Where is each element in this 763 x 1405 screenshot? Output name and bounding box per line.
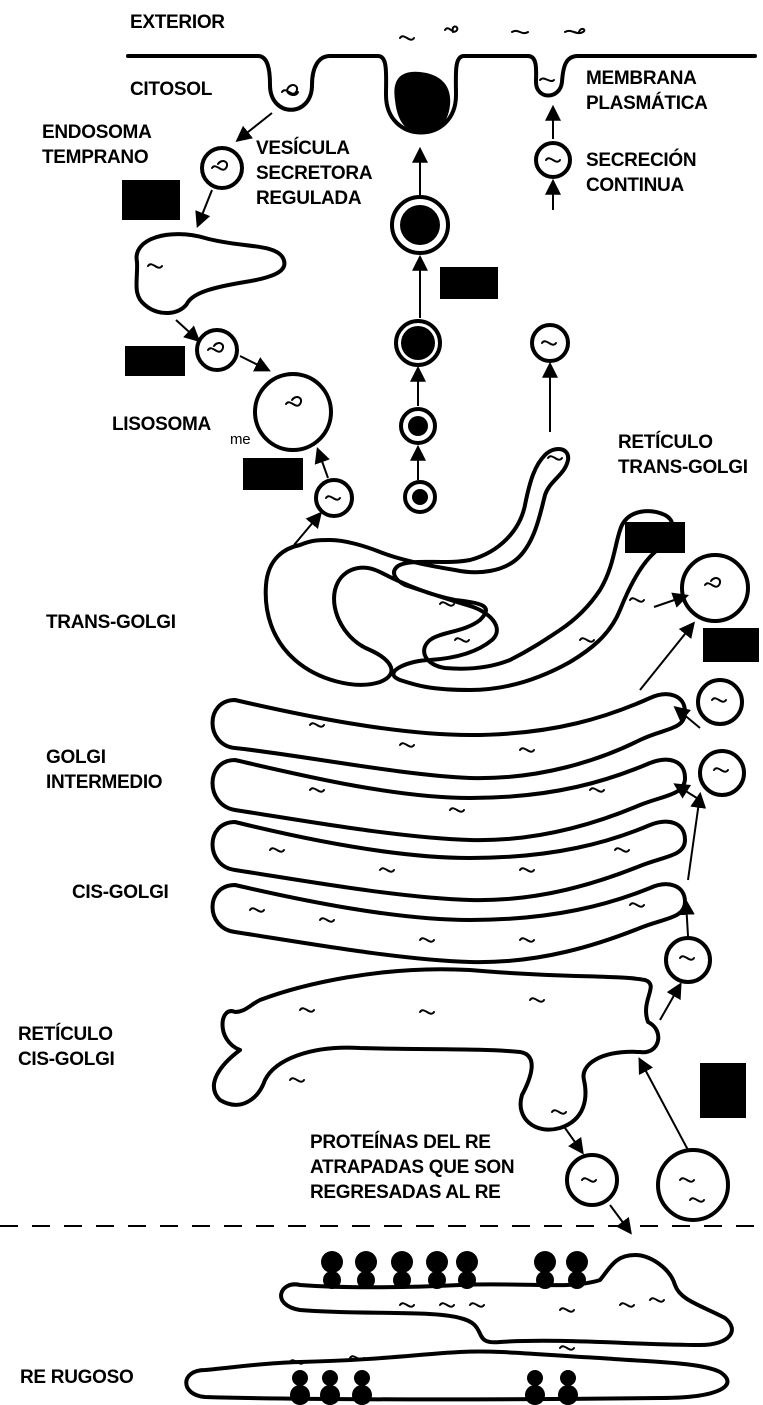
label-re-rugoso: RE RUGOSO bbox=[20, 1365, 133, 1390]
cargo-squiggle bbox=[540, 78, 554, 81]
label-line: SECRECIÓN bbox=[586, 148, 696, 173]
label-line: CONTINUA bbox=[586, 173, 696, 198]
arrow bbox=[686, 902, 688, 936]
cargo-squiggle bbox=[680, 956, 694, 959]
label-golgi-intermedio: GOLGI INTERMEDIO bbox=[46, 745, 162, 795]
right-vesicle-2 bbox=[700, 751, 744, 795]
label-me: me bbox=[230, 427, 250, 452]
arrow bbox=[640, 624, 693, 690]
label-proteinas-del-re: PROTEÍNAS DEL RE ATRAPADAS QUE SON REGRE… bbox=[310, 1130, 514, 1205]
label-line: MEMBRANA bbox=[586, 66, 708, 91]
cargo-squiggle bbox=[300, 998, 544, 1013]
label-line: RETÍCULO bbox=[18, 1022, 115, 1047]
trans-golgi-cisterna bbox=[213, 694, 686, 778]
label-line: REGULADA bbox=[256, 186, 372, 211]
arrow bbox=[240, 356, 268, 370]
label-endosoma-temprano: ENDOSOMA TEMPRANO bbox=[42, 120, 152, 170]
label-line: INTERMEDIO bbox=[46, 770, 162, 795]
cargo-squiggle bbox=[270, 848, 629, 871]
arrow bbox=[688, 795, 700, 880]
cargo-squiggle bbox=[286, 397, 301, 406]
cis-golgi-cisterna-upper bbox=[213, 822, 686, 900]
er-return-vesicle bbox=[567, 1155, 617, 1205]
cargo-squiggle bbox=[542, 341, 556, 344]
arrow bbox=[176, 320, 198, 340]
right-vesicle-3 bbox=[666, 938, 710, 982]
label-line: PLASMÁTICA bbox=[586, 91, 708, 116]
cis-golgi-cisterna-lower bbox=[213, 884, 686, 962]
cargo-squiggle bbox=[326, 496, 340, 499]
cargo-squiggle bbox=[705, 578, 720, 587]
redacted-label-box bbox=[125, 346, 185, 376]
label-line: RETÍCULO bbox=[618, 430, 748, 455]
lysosome bbox=[255, 374, 331, 450]
cis-golgi-reticulum bbox=[214, 969, 658, 1129]
cargo-squiggle bbox=[582, 1178, 704, 1201]
er-to-golgi-vesicle bbox=[658, 1150, 728, 1220]
cargo-squiggle bbox=[546, 158, 560, 161]
cargo-squiggle bbox=[400, 1298, 664, 1311]
label-line: GOLGI bbox=[46, 745, 162, 770]
right-vesicle-1 bbox=[698, 680, 742, 724]
endosome-tubule bbox=[136, 234, 284, 313]
redacted-label-box bbox=[700, 1063, 746, 1118]
arrow bbox=[660, 985, 680, 1020]
label-line: VESÍCULA bbox=[256, 136, 372, 161]
label-line: CIS-GOLGI bbox=[18, 1047, 115, 1072]
label-line: ENDOSOMA bbox=[42, 120, 152, 145]
cargo-squiggle bbox=[714, 768, 728, 771]
redacted-label-box bbox=[703, 628, 759, 662]
dense-core-mid bbox=[401, 326, 435, 360]
cargo-squiggle bbox=[400, 27, 584, 40]
label-cis-golgi: CIS-GOLGI bbox=[72, 880, 169, 905]
dense-core-bud bbox=[412, 489, 428, 505]
intermediate-golgi-cisterna bbox=[213, 760, 686, 840]
redacted-label-box bbox=[122, 180, 180, 220]
ribosomes bbox=[290, 1251, 588, 1405]
arrow bbox=[198, 190, 212, 225]
label-vesicula-secretora-regulada: VESÍCULA SECRETORA REGULADA bbox=[256, 136, 372, 211]
cargo-squiggle bbox=[212, 161, 227, 170]
arrow bbox=[610, 1205, 630, 1232]
label-line: TEMPRANO bbox=[42, 145, 152, 170]
label-line: REGRESADAS AL RE bbox=[310, 1180, 514, 1205]
label-membrana-plasmatica: MEMBRANA PLASMÁTICA bbox=[586, 66, 708, 116]
label-secrecion-continua: SECRECIÓN CONTINUA bbox=[586, 148, 696, 198]
cargo-squiggle bbox=[282, 85, 298, 95]
label-reticulo-cis-golgi: RETÍCULO CIS-GOLGI bbox=[18, 1022, 115, 1072]
redacted-label-box bbox=[625, 522, 685, 553]
label-line: PROTEÍNAS DEL RE bbox=[310, 1130, 514, 1155]
arrow bbox=[565, 1128, 582, 1152]
cargo-squiggle bbox=[712, 698, 726, 701]
arrow bbox=[654, 596, 686, 607]
cargo-squiggle bbox=[208, 343, 223, 352]
trans-golgi-exit-vesicle bbox=[682, 555, 748, 621]
arrow bbox=[676, 785, 700, 800]
label-reticulo-trans-golgi: RETÍCULO TRANS-GOLGI bbox=[618, 430, 748, 480]
dense-granule-exocytosis bbox=[394, 72, 450, 134]
cargo-squiggle bbox=[310, 723, 534, 751]
label-line: SECRETORA bbox=[256, 161, 372, 186]
rough-er-lower bbox=[186, 1352, 727, 1400]
redacted-label-box bbox=[440, 267, 498, 299]
label-line: ATRAPADAS QUE SON bbox=[310, 1155, 514, 1180]
label-trans-golgi: TRANS-GOLGI bbox=[46, 610, 176, 635]
label-citosol: CITOSOL bbox=[130, 77, 212, 102]
label-lisosoma: LISOSOMA bbox=[112, 412, 211, 437]
label-line: TRANS-GOLGI bbox=[618, 455, 748, 480]
arrow bbox=[318, 450, 328, 478]
trans-golgi-network bbox=[266, 449, 673, 690]
cargo-squiggle bbox=[290, 1078, 566, 1113]
dense-core-top bbox=[400, 205, 440, 245]
redacted-label-box bbox=[243, 458, 303, 490]
early-endosome-vesicle bbox=[202, 148, 242, 188]
dense-core-small bbox=[408, 416, 428, 436]
cargo-squiggle bbox=[548, 456, 562, 459]
cargo-squiggle bbox=[148, 264, 162, 267]
label-exterior: EXTERIOR bbox=[130, 10, 225, 35]
arrow bbox=[640, 1060, 688, 1150]
